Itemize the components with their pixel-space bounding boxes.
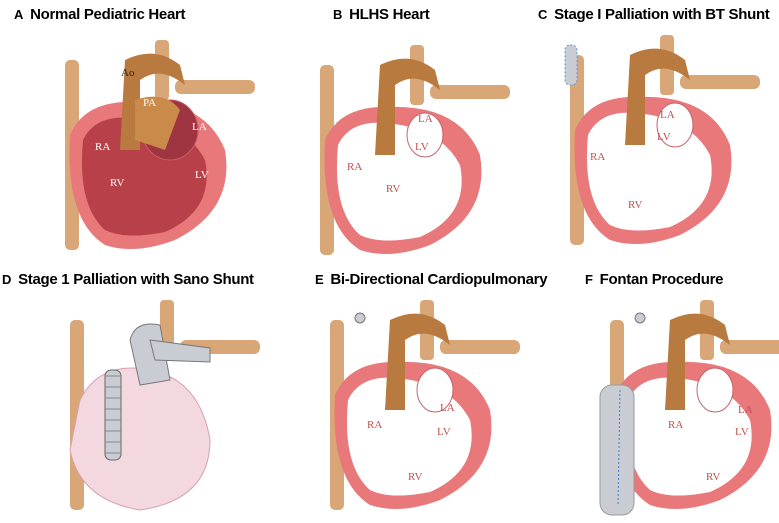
panel-letter: F [585, 272, 593, 287]
sano-shunt [104, 369, 122, 461]
pulmonary-artery-branch [430, 85, 510, 99]
aorta-graft [129, 323, 171, 386]
aorta [375, 58, 440, 155]
chamber-label-la: LA [192, 121, 207, 133]
chamber-label-rv: RV [110, 177, 124, 189]
left-atrium [416, 367, 454, 413]
chamber-label-lv: LV [735, 426, 749, 438]
panel-title-text: Stage 1 Palliation with Sano Shunt [18, 271, 254, 288]
pulmonary-artery-branch [175, 80, 255, 94]
left-atrium [406, 112, 444, 158]
chamber-label-lv: LV [415, 141, 429, 153]
panel-letter: C [538, 7, 548, 22]
chamber-label-rv: RV [706, 471, 720, 483]
chamber-label-la: LA [738, 404, 753, 416]
heart-panel-e: RA LA LV RV [330, 300, 520, 510]
heart-panel-c: RA LA LV RV [564, 35, 760, 245]
pulmonary-graft [149, 339, 211, 363]
bt-shunt [564, 44, 578, 86]
chamber-label-ra: RA [347, 161, 362, 173]
chamber-label-la: LA [660, 109, 675, 121]
heart-panel-f: RA LA LV RV [599, 300, 779, 516]
chamber-label-la: LA [418, 113, 433, 125]
panel-a-title: A Normal Pediatric Heart [14, 6, 186, 23]
pulmonary-artery-branch [680, 75, 760, 89]
chamber-label-pa: PA [143, 97, 156, 109]
panel-title-text: HLHS Heart [349, 6, 430, 23]
aorta [625, 48, 690, 145]
panel-c-title: C Stage I Palliation with BT Shunt [538, 6, 770, 23]
chamber-label-rv: RV [386, 183, 400, 195]
panel-d-title: D Stage 1 Palliation with Sano Shunt [2, 271, 254, 288]
chamber-label-ra: RA [95, 141, 110, 153]
pulmonary-artery-branch [440, 340, 520, 354]
chamber-label-ra: RA [668, 419, 683, 431]
aorta [385, 313, 450, 410]
left-atrium [696, 367, 734, 413]
aorta [665, 313, 730, 410]
ligated-vessel-clip [354, 312, 366, 324]
panel-b-title: B HLHS Heart [333, 6, 430, 23]
conduit-suture [617, 389, 621, 506]
panel-title-text: Normal Pediatric Heart [30, 6, 186, 23]
panel-title-text: Bi-Directional Cardiopulmonary [330, 271, 548, 288]
left-atrium [656, 102, 694, 148]
heart-body [69, 367, 211, 511]
panel-letter: E [315, 272, 324, 287]
chamber-label-ao: Ao [121, 67, 135, 79]
pulmonary-artery-branch [720, 340, 779, 354]
chamber-label-lv: LV [657, 131, 671, 143]
chamber-label-ra: RA [367, 419, 382, 431]
panel-f-title: F Fontan Procedure [585, 271, 724, 288]
chamber-label-rv: RV [628, 199, 642, 211]
panel-letter: D [2, 272, 12, 287]
chamber-label-rv: RV [408, 471, 422, 483]
pulmonary-artery [135, 96, 180, 150]
chamber-label-la: LA [440, 402, 455, 414]
ligated-vessel-clip [634, 312, 646, 324]
panel-letter: A [14, 7, 24, 22]
chamber-label-lv: LV [195, 169, 209, 181]
chamber-label-lv: LV [437, 426, 451, 438]
panel-letter: B [333, 7, 343, 22]
chamber-label-ra: RA [590, 151, 605, 163]
heart-panel-b: RA LA LV RV [320, 45, 510, 255]
heart-panel-d [69, 300, 260, 511]
panel-title-text: Fontan Procedure [599, 271, 724, 288]
panel-e-title: E Bi-Directional Cardiopulmonary [315, 271, 548, 288]
panel-title-text: Stage I Palliation with BT Shunt [554, 6, 770, 23]
fontan-conduit [599, 384, 635, 516]
